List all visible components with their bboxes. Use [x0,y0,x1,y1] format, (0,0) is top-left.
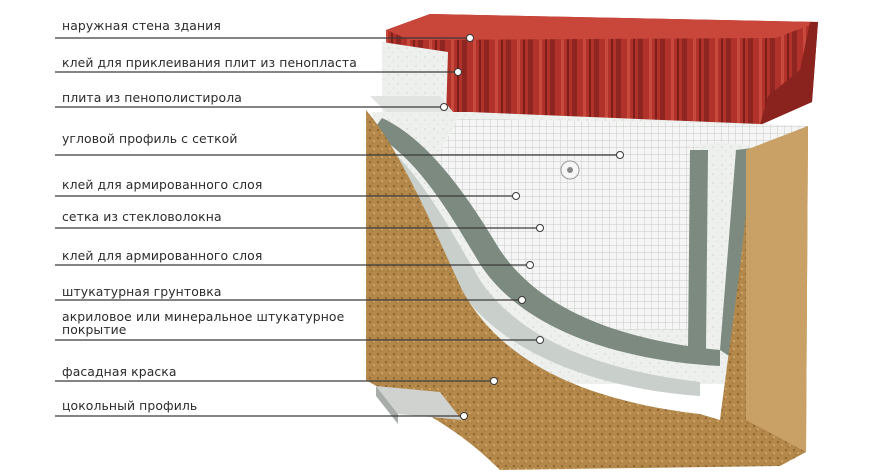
leader-lines [55,37,620,417]
plaster-finish [366,110,808,470]
label-plaster-primer: штукатурная грунтовка [62,284,222,299]
label-reinforcement-adhesive-1: клей для армированного слоя [62,177,263,192]
mesh-layer [430,118,808,350]
base-profile [376,386,462,424]
label-polystyrene-board: плита из пенополистирола [62,90,242,105]
dowel-icon [560,160,580,180]
label-base-profile: цокольный профиль [62,398,198,413]
label-corner-profile: угловой профиль с сеткой [62,131,238,146]
label-fiberglass-mesh: сетка из стекловолокна [62,209,222,224]
brick-wall [386,14,818,130]
label-facade-paint: фасадная краска [62,364,177,379]
label-outer-wall: наружная стена здания [62,18,221,33]
label-reinforcement-adhesive-2: клей для армированного слоя [62,248,263,263]
leader-markers [440,34,624,420]
label-foam-adhesive: клей для приклеивания плит из пенопласта [62,55,357,70]
label-plaster-coating: акриловое или минеральное штукатурное по… [62,309,345,337]
